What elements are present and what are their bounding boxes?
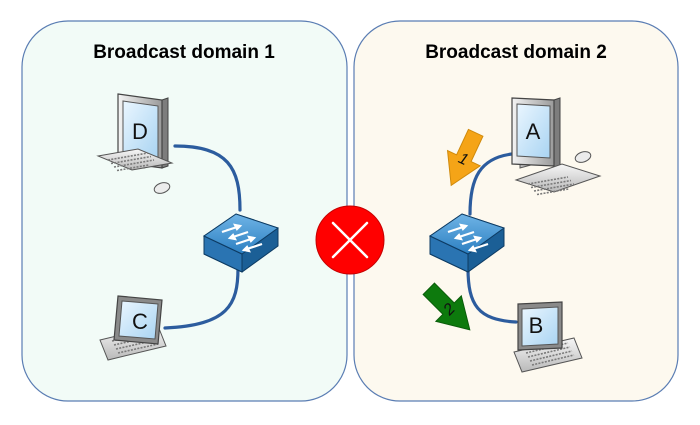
host-b-laptop-icon: B	[513, 301, 583, 373]
switch-1-network-switch-icon	[203, 213, 280, 273]
broadcast-domain-1-title: Broadcast domain 1	[93, 42, 275, 63]
cable-d-to-switch-1	[173, 144, 242, 212]
broadcast-domain-1-panel	[21, 20, 348, 402]
cable-switch-2-to-b	[466, 266, 518, 324]
cable-switch-2-to-a	[468, 152, 514, 216]
host-b-label: B	[529, 313, 544, 338]
host-a-label: A	[526, 119, 541, 144]
host-c-label: C	[132, 309, 148, 334]
cable-switch-1-to-c	[163, 266, 240, 330]
arrow-step-2: 2	[422, 282, 471, 331]
arrow-step-1: 1	[446, 128, 484, 187]
blocked-x-icon	[315, 205, 385, 275]
broadcast-domain-2-panel	[353, 20, 679, 402]
host-d-label: D	[132, 119, 148, 144]
host-d-desktop-icon: D	[96, 93, 174, 194]
host-c-laptop-icon: C	[99, 295, 167, 361]
switch-2-network-switch-icon	[429, 213, 506, 273]
broadcast-domain-2-title: Broadcast domain 2	[425, 42, 607, 63]
host-a-desktop-icon: A	[511, 97, 602, 196]
cables	[163, 144, 518, 330]
